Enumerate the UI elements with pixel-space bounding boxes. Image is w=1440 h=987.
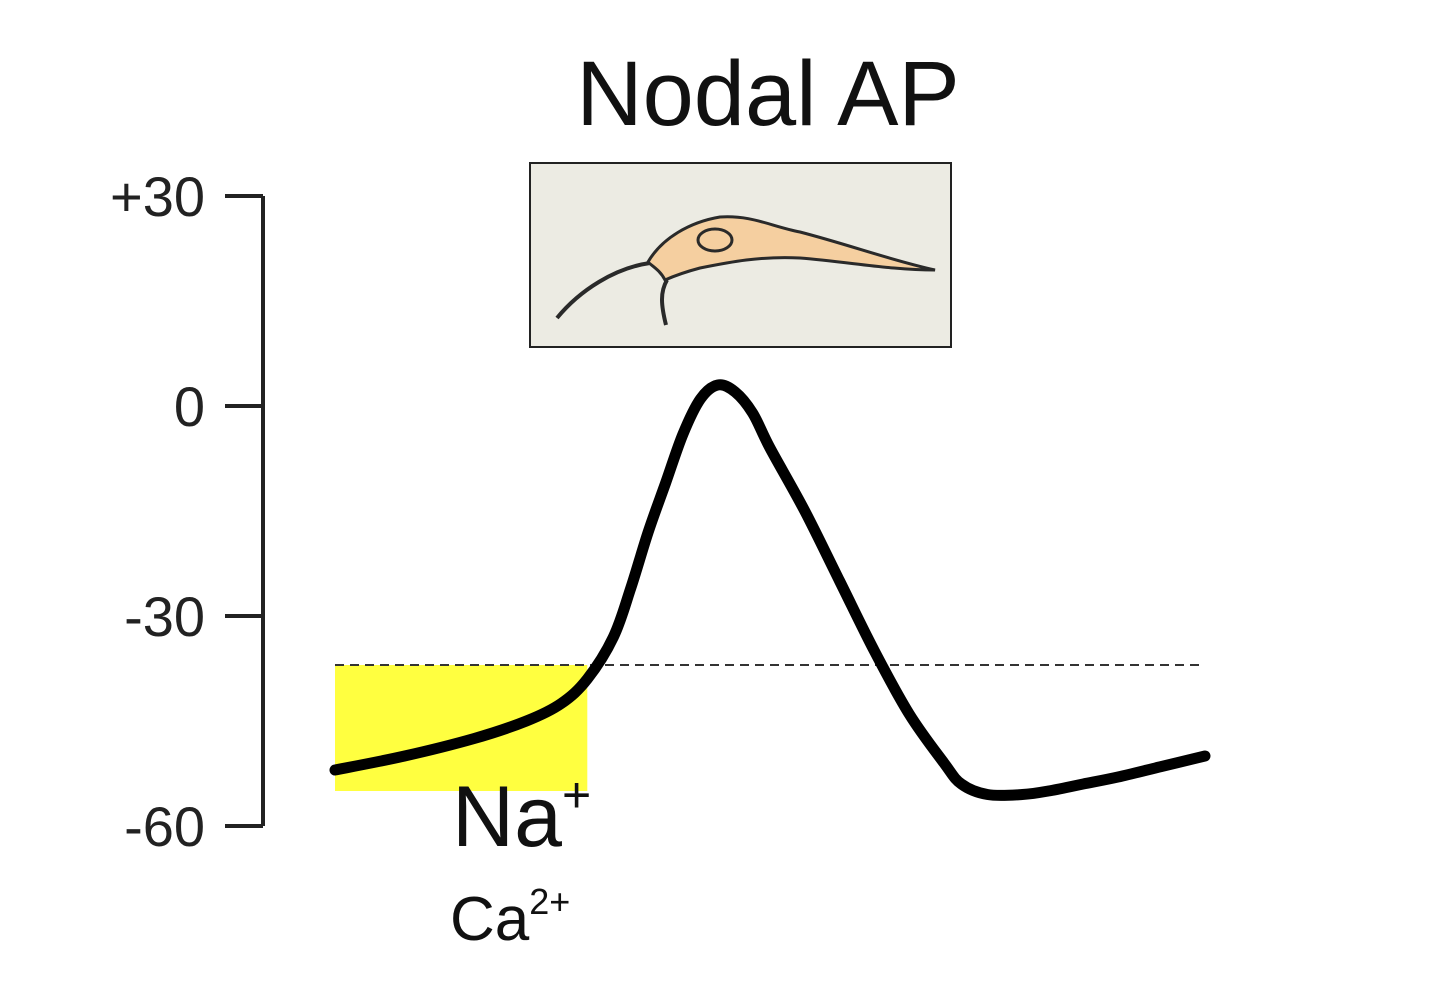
sodium-ion-label: Na+ [452,767,591,865]
y-tick-label: -60 [124,795,205,858]
action-potential-trace [329,379,1211,801]
y-tick-label: +30 [110,165,205,228]
y-tick-label: 0 [174,375,205,438]
threshold-highlight-region [335,665,588,791]
calcium-ion-label: Ca2+ [450,881,570,954]
chart-title: Nodal AP [576,43,960,145]
y-tick-label: -30 [124,585,205,648]
pacemaker-cell-icon [529,162,952,348]
y-axis: +30 0 -30 -60 [110,165,265,858]
